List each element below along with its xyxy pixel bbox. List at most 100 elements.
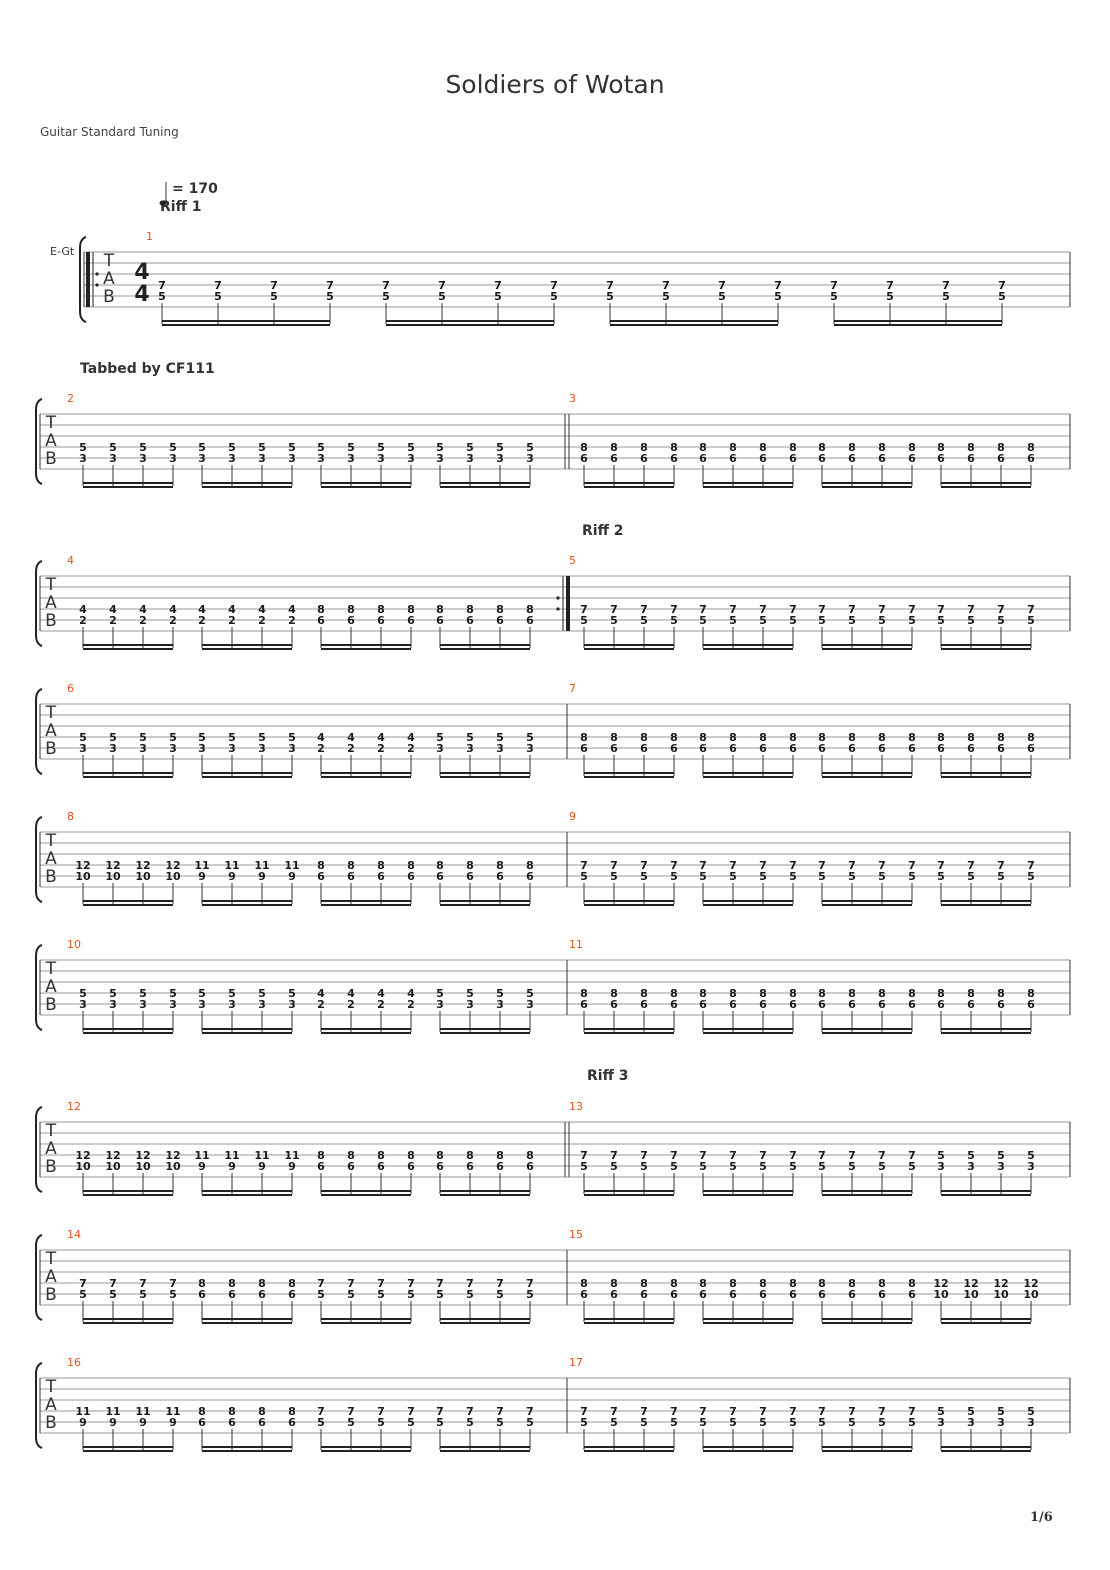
section-label: Tabbed by CF111 [80,361,215,377]
fret-number: 4 [407,731,415,744]
fret-number: 5 [729,870,737,883]
fret-number: 7 [848,859,856,872]
fret-number: 8 [640,731,648,744]
system-bracket [35,1362,43,1449]
fret-number: 6 [347,870,355,883]
fret-number: 8 [610,441,618,454]
fret-number: 7 [550,279,558,292]
fret-number: 10 [105,1160,121,1173]
measure-number: 7 [569,682,576,695]
fret-number: 5 [580,1416,588,1429]
fret-number: 3 [288,452,296,465]
fret-number: 8 [258,1277,266,1290]
fret-number: 5 [967,1405,975,1418]
fret-number: 5 [878,1160,886,1173]
fret-number: 6 [670,1288,678,1301]
fret-number: 8 [818,731,826,744]
fret-number: 5 [79,731,87,744]
fret-number: 6 [407,1160,415,1173]
fret-number: 6 [466,614,474,627]
fret-number: 7 [789,603,797,616]
fret-number: 11 [75,1405,90,1418]
fret-number: 7 [997,603,1005,616]
fret-number: 6 [729,452,737,465]
fret-number: 5 [640,1416,648,1429]
system-bracket [35,1106,43,1193]
tab-clef-letter: A [45,977,57,997]
fret-number: 6 [1027,742,1035,755]
fret-number: 5 [526,1416,534,1429]
fret-number: 6 [967,742,975,755]
fret-number: 5 [1027,870,1035,883]
fret-number: 7 [326,279,334,292]
fret-number: 7 [729,859,737,872]
fret-number: 5 [526,441,534,454]
time-signature-top: 4 [134,260,149,285]
fret-number: 11 [284,859,299,872]
fret-number: 6 [466,1160,474,1173]
fret-number: 6 [610,452,618,465]
fret-number: 3 [436,998,444,1011]
fret-number: 5 [699,614,707,627]
fret-number: 7 [407,1277,415,1290]
fret-number: 5 [1027,1405,1035,1418]
fret-number: 5 [496,731,504,744]
fret-number: 2 [228,614,236,627]
fret-number: 7 [729,603,737,616]
fret-number: 6 [610,1288,618,1301]
measure-number: 17 [569,1356,583,1369]
fret-number: 11 [224,859,239,872]
fret-number: 7 [79,1277,87,1290]
fret-number: 5 [610,614,618,627]
fret-number: 8 [526,859,534,872]
fret-number: 11 [194,1149,209,1162]
fret-number: 6 [729,998,737,1011]
fret-number: 6 [967,998,975,1011]
fret-number: 8 [347,603,355,616]
fret-number: 5 [942,290,950,303]
fret-number: 4 [79,603,87,616]
fret-number: 3 [937,1160,945,1173]
fret-number: 6 [496,1160,504,1173]
fret-number: 7 [789,1149,797,1162]
fret-number: 8 [466,859,474,872]
fret-number: 5 [967,614,975,627]
fret-number: 7 [818,603,826,616]
fret-number: 6 [789,998,797,1011]
fret-number: 5 [937,1405,945,1418]
fret-number: 6 [496,870,504,883]
fret-number: 8 [377,603,385,616]
fret-number: 6 [198,1288,206,1301]
measure-number: 10 [67,938,81,951]
tab-clef-letter: B [45,611,57,631]
fret-number: 5 [729,1160,737,1173]
fret-number: 4 [377,987,385,1000]
fret-number: 3 [79,742,87,755]
fret-number: 7 [759,1405,767,1418]
fret-number: 6 [699,452,707,465]
fret-number: 8 [466,1149,474,1162]
system-bracket [35,560,43,647]
fret-number: 7 [699,1405,707,1418]
fret-number: 7 [436,1405,444,1418]
repeat-dot [556,596,560,600]
fret-number: 5 [79,441,87,454]
fret-number: 7 [610,859,618,872]
fret-number: 8 [729,1277,737,1290]
fret-number: 5 [466,987,474,1000]
system-bracket [35,816,43,903]
fret-number: 3 [1027,1160,1035,1173]
tab-clef-letter: B [45,995,57,1015]
fret-number: 4 [347,731,355,744]
fret-number: 5 [436,1416,444,1429]
fret-number: 6 [878,742,886,755]
fret-number: 5 [699,1416,707,1429]
fret-number: 6 [908,452,916,465]
fret-number: 3 [436,452,444,465]
fret-number: 5 [937,870,945,883]
fret-number: 5 [662,290,670,303]
fret-number: 3 [967,1160,975,1173]
fret-number: 6 [610,998,618,1011]
fret-number: 6 [526,614,534,627]
fret-number: 8 [848,987,856,1000]
